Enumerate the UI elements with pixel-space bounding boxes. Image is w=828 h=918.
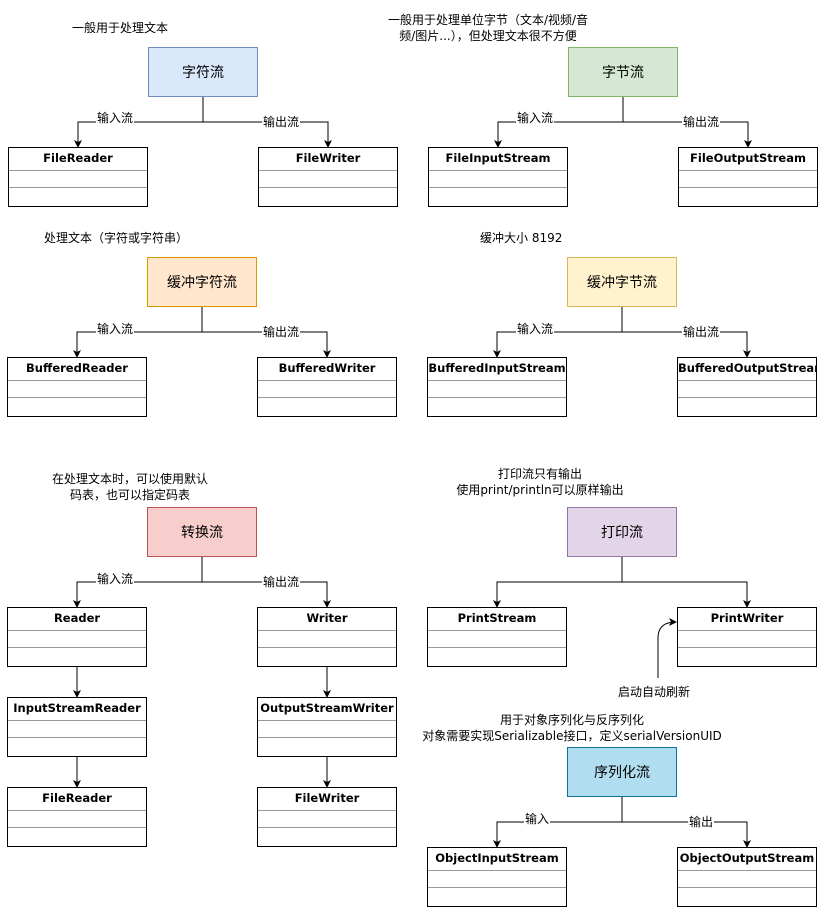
class-title: Writer: [258, 608, 396, 631]
class-file-reader[interactable]: FileReader: [8, 147, 148, 207]
class-title: ObjectOutputStream: [678, 848, 816, 871]
label-serial-input: 输入: [524, 812, 551, 826]
header-buffered-byte[interactable]: 缓冲字节流: [567, 257, 677, 307]
edge-serial-output: [622, 821, 751, 848]
class-title: PrintWriter: [678, 608, 816, 631]
note-print-line1: 打印流只有输出: [497, 467, 582, 481]
edge-byte-output: [623, 121, 752, 148]
class-title: FileInputStream: [429, 148, 567, 171]
note-byte-stream-line1: 一般用于处理单位字节（文本/视频/音: [387, 13, 589, 27]
edge-convert-input: [73, 557, 203, 608]
class-buffered-reader[interactable]: BufferedReader: [7, 357, 147, 417]
note-buffered-byte: 缓冲大小 8192: [480, 231, 563, 245]
edge-convert-output: [202, 581, 331, 608]
class-title: BufferedReader: [8, 358, 146, 381]
class-object-input-stream[interactable]: ObjectInputStream: [427, 847, 567, 907]
note-serial-line1: 用于对象序列化与反序列化: [499, 713, 644, 727]
header-char-stream[interactable]: 字符流: [148, 47, 258, 97]
note-convert-line2: 码表，也可以指定码表: [69, 488, 190, 502]
note-print: 打印流只有输出 使用print/println可以原样输出: [440, 466, 640, 498]
class-file-writer-2[interactable]: FileWriter: [257, 787, 397, 847]
note-buffered-char: 处理文本（字符或字符串）: [44, 231, 189, 245]
label-serial-output: 输出: [688, 815, 715, 829]
note-auto-flush: 启动自动刷新: [618, 685, 691, 699]
label-convert-output: 输出流: [262, 575, 301, 589]
class-title: FileOutputStream: [679, 148, 817, 171]
note-serial: 用于对象序列化与反序列化 对象需要实现Serializable接口，定义seri…: [412, 712, 732, 744]
note-serial-line2: 对象需要实现Serializable接口，定义serialVersionUID: [422, 729, 722, 743]
edge-bufbyte-output: [622, 331, 751, 358]
edge-char-input: [74, 97, 204, 148]
note-print-line2: 使用print/println可以原样输出: [456, 483, 624, 497]
edge-char-output: [203, 121, 332, 148]
class-title: FileReader: [9, 148, 147, 171]
header-print[interactable]: 打印流: [567, 507, 677, 557]
edge-serial-input: [493, 797, 623, 848]
class-print-writer[interactable]: PrintWriter: [677, 607, 817, 667]
label-byte-input: 输入流: [516, 111, 555, 125]
class-buffered-writer[interactable]: BufferedWriter: [257, 357, 397, 417]
label-char-input: 输入流: [96, 111, 135, 125]
edge-byte-input: [494, 97, 624, 148]
class-object-output-stream[interactable]: ObjectOutputStream: [677, 847, 817, 907]
label-byte-output: 输出流: [682, 115, 721, 129]
label-bufchar-output: 输出流: [262, 325, 301, 339]
note-byte-stream-line2: 频/图片...），但处理文本很不方便: [399, 29, 577, 43]
class-title: FileWriter: [259, 148, 397, 171]
class-title: OutputStreamWriter: [258, 698, 396, 721]
class-title: BufferedInputStream: [428, 358, 566, 381]
label-bufbyte-output: 输出流: [682, 325, 721, 339]
note-byte-stream: 一般用于处理单位字节（文本/视频/音 频/图片...），但处理文本很不方便: [372, 12, 604, 44]
edge-auto-flush: [657, 618, 677, 678]
note-convert: 在处理文本时，可以使用默认 码表，也可以指定码表: [30, 471, 230, 503]
note-convert-line1: 在处理文本时，可以使用默认: [51, 472, 208, 486]
header-buffered-char[interactable]: 缓冲字符流: [147, 257, 257, 307]
edge-print-stream: [493, 557, 623, 608]
class-title: ObjectInputStream: [428, 848, 566, 871]
class-title: Reader: [8, 608, 146, 631]
label-char-output: 输出流: [262, 115, 301, 129]
class-buffered-input-stream[interactable]: BufferedInputStream: [427, 357, 567, 417]
class-file-input-stream[interactable]: FileInputStream: [428, 147, 568, 207]
class-file-output-stream[interactable]: FileOutputStream: [678, 147, 818, 207]
class-file-writer[interactable]: FileWriter: [258, 147, 398, 207]
class-writer[interactable]: Writer: [257, 607, 397, 667]
class-title: PrintStream: [428, 608, 566, 631]
note-char-stream: 一般用于处理文本: [72, 21, 169, 35]
class-title: FileWriter: [258, 788, 396, 811]
class-title: BufferedWriter: [258, 358, 396, 381]
class-title: BufferedOutputStream: [678, 358, 816, 381]
class-output-stream-writer[interactable]: OutputStreamWriter: [257, 697, 397, 757]
class-title: InputStreamReader: [8, 698, 146, 721]
edge-print-writer: [622, 581, 751, 608]
edge-bufchar-output: [202, 331, 331, 358]
edge-bufchar-input: [73, 307, 203, 358]
class-file-reader-2[interactable]: FileReader: [7, 787, 147, 847]
header-convert[interactable]: 转换流: [147, 507, 257, 557]
class-reader[interactable]: Reader: [7, 607, 147, 667]
label-convert-input: 输入流: [96, 572, 135, 586]
edge-bufbyte-input: [493, 307, 623, 358]
header-byte-stream[interactable]: 字节流: [568, 47, 678, 97]
class-print-stream[interactable]: PrintStream: [427, 607, 567, 667]
class-input-stream-reader[interactable]: InputStreamReader: [7, 697, 147, 757]
class-buffered-output-stream[interactable]: BufferedOutputStream: [677, 357, 817, 417]
label-bufbyte-input: 输入流: [516, 322, 555, 336]
class-title: FileReader: [8, 788, 146, 811]
label-bufchar-input: 输入流: [96, 322, 135, 336]
header-serial[interactable]: 序列化流: [567, 747, 677, 797]
